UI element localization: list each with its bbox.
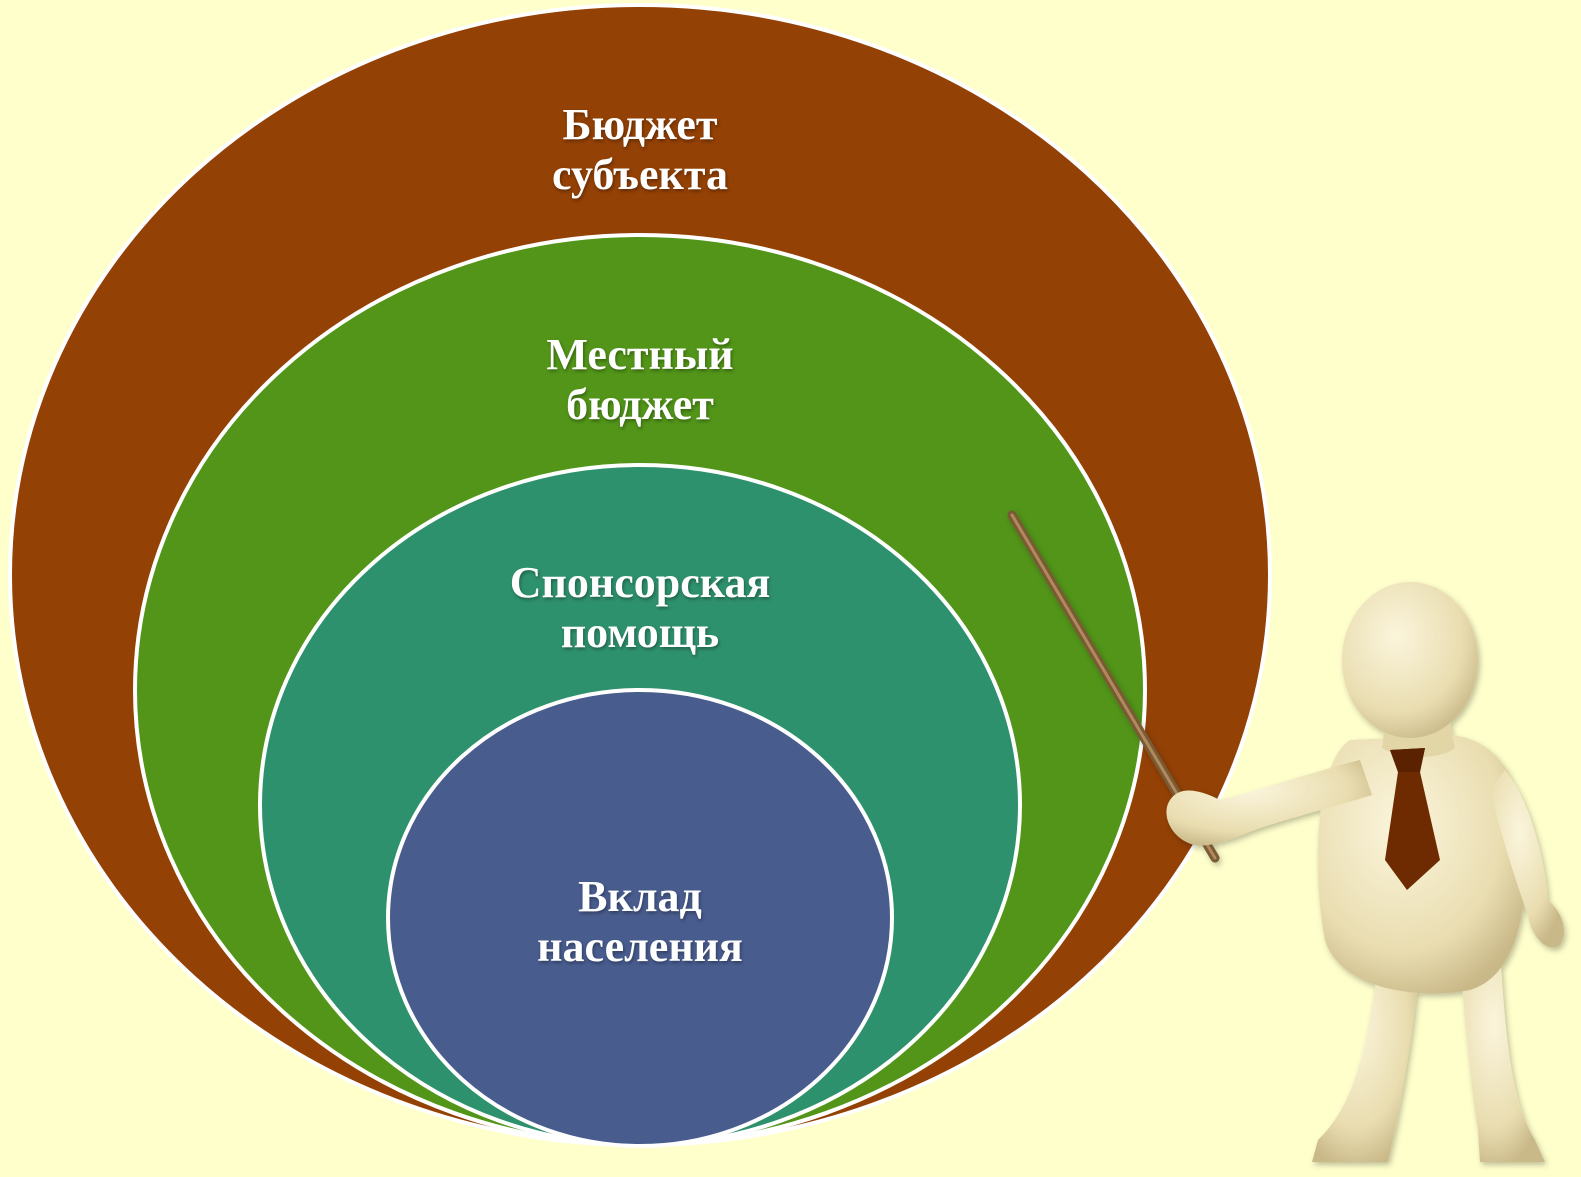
label-outer-line1: Бюджет: [562, 100, 718, 149]
label-second-line2: бюджет: [566, 380, 714, 429]
layer-inner-ellipse: [386, 688, 894, 1148]
label-inner-line1: Вклад: [578, 872, 702, 921]
label-second: Местный бюджет: [380, 330, 900, 430]
label-third-line1: Спонсорская: [509, 558, 771, 607]
label-outer-line2: субъекта: [552, 150, 728, 199]
presenter-figure-icon: [1007, 510, 1565, 1162]
label-second-line1: Местный: [546, 330, 734, 379]
tie-icon: [1385, 748, 1440, 890]
label-inner: Вклад населения: [380, 872, 900, 972]
label-third: Спонсорская помощь: [380, 558, 900, 658]
label-outer: Бюджет субъекта: [380, 100, 900, 200]
label-inner-line2: населения: [537, 922, 743, 971]
label-third-line2: помощь: [560, 608, 720, 657]
